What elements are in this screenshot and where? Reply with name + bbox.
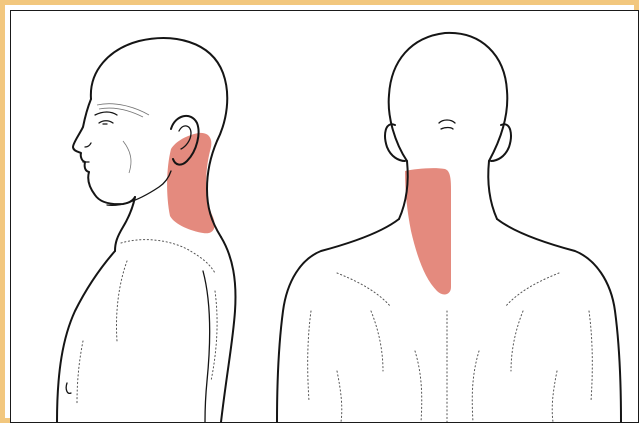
back-neck-left [399,161,408,219]
side-detail-mark [66,383,71,393]
side-eye [99,121,113,124]
figure-panel [10,10,639,423]
back-trapezius-dots-left [337,273,391,371]
back-side-dots-right [589,311,592,401]
back-neck-right [488,161,497,219]
back-shoulder-right [497,219,621,422]
side-chest-dots [77,341,83,403]
back-side-dots-left [308,311,311,401]
side-hairline [97,104,149,117]
back-hair-swirl [439,120,455,129]
side-clavicle-dots [121,240,215,273]
side-cheek-line [123,141,131,173]
side-shoulder-back [221,237,235,422]
back-trapezius-dots-right [505,273,559,371]
side-jaw [107,171,171,205]
side-face-profile [73,99,135,204]
back-ear-right [491,124,511,161]
back-neck-highlight [405,168,451,294]
side-nostril [85,143,91,147]
side-shoulder-front [57,251,115,422]
side-arm-line [203,271,210,422]
side-view-figure [57,38,235,422]
side-eyebrow [95,112,117,115]
back-shoulder-left [277,219,399,422]
back-ear-left [385,124,405,161]
side-scapula-dots [116,261,217,381]
back-view-figure [277,33,621,422]
neck-pain-illustration [11,11,638,422]
back-head-outline [389,33,508,161]
